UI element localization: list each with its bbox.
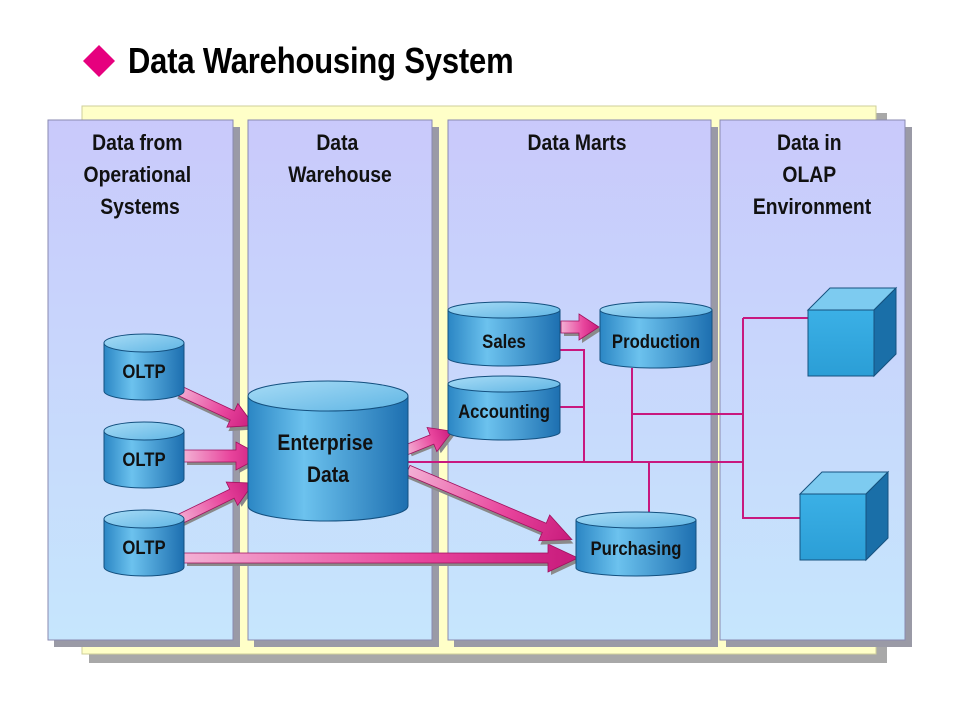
production-mart: Production — [599, 301, 713, 369]
oltp-label-2: OLTP — [122, 449, 165, 470]
oltp-database-2: OLTP — [103, 421, 185, 489]
sales-label: Sales — [482, 331, 526, 352]
olap-cube-2 — [798, 470, 890, 562]
accounting-mart: Accounting — [447, 375, 561, 441]
oltp-database-3: OLTP — [103, 509, 185, 577]
olap-cube-1 — [806, 286, 898, 378]
arrow-warehouse-to-accounting — [403, 426, 457, 457]
column-header-olap: Data in OLAP Environment — [753, 131, 871, 219]
title-area: Data Warehousing System — [82, 36, 576, 86]
arrow-oltp1-to-warehouse — [175, 384, 256, 432]
arrow-warehouse-to-purchasing — [405, 464, 574, 545]
column-header-warehouse: Data Warehouse — [288, 131, 392, 187]
arrow-oltp3-to-warehouse — [175, 481, 258, 526]
flow-arrows — [175, 313, 602, 575]
enterprise-data-label: Enterprise Data — [277, 431, 378, 487]
diamond-bullet-icon — [83, 45, 115, 77]
column-header-marts: Data Marts — [528, 131, 627, 155]
column-header-operational: Data from Operational Systems — [84, 131, 197, 219]
oltp-database-1: OLTP — [103, 333, 185, 401]
connector-lines — [406, 317, 808, 519]
arrow-sales-to-production — [560, 313, 602, 343]
oltp-label-3: OLTP — [122, 537, 165, 558]
production-label: Production — [612, 331, 700, 352]
purchasing-label: Purchasing — [591, 538, 682, 559]
oltp-label-1: OLTP — [122, 361, 165, 382]
purchasing-mart: Purchasing — [575, 511, 697, 577]
sales-mart: Sales — [447, 301, 561, 367]
arrow-oltp3-to-purchasing — [183, 543, 581, 575]
enterprise-data-warehouse: Enterprise Data — [247, 380, 409, 522]
page-title: Data Warehousing System — [128, 40, 514, 81]
accounting-label: Accounting — [458, 401, 550, 422]
